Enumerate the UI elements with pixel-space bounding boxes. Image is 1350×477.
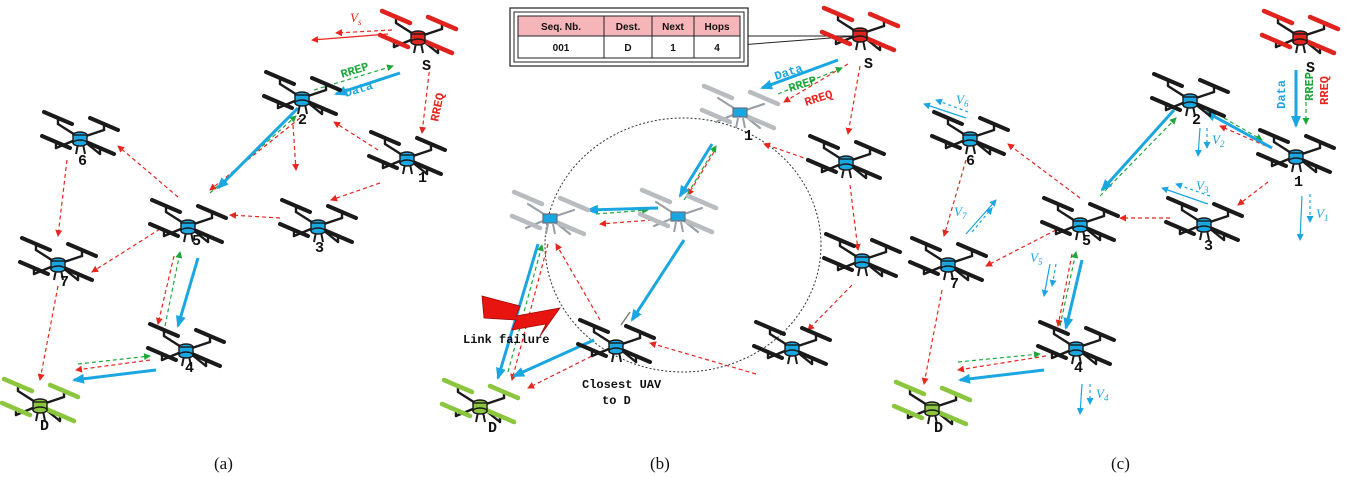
uav-node-3-a [278,198,358,244]
uav-node-2-a [262,70,342,116]
uav-node-1-c [1256,128,1336,174]
velocity-arrows-c [923,98,1314,415]
uav-relay-b3 [752,320,832,366]
tag-rreq-c: RREQ [1318,76,1332,105]
link-failure-label: Link failure [463,333,549,347]
closest-uav-label-1: Closest UAV [582,378,662,392]
node-label-3-c: 3 [1204,238,1213,255]
uav-node-5-c [1040,196,1120,242]
velocity-label-v1: V1 [1316,206,1328,223]
uav-source-a [380,11,456,53]
node-label-s-b: S [864,56,873,73]
table-header-dest: Dest. [616,22,641,33]
node-label-7-c: 7 [950,276,959,293]
uav-ghost-2 [640,190,716,232]
uav-relay-b1 [806,134,886,180]
tag-rrep-c: RREP [1303,72,1317,101]
routing-table: Seq. Nb. Dest. Next Hops 001 D 1 4 [509,7,858,67]
uav-node-5-a [148,198,228,244]
uav-dest-b [442,380,518,422]
tag-rreq-b: RREQ [803,88,835,110]
table-cell-seq: 001 [553,43,570,54]
panel-b: Seq. Nb. Dest. Next Hops 001 D 1 4 [442,7,902,473]
node-label-7: 7 [60,274,69,291]
rrep-links-c [957,74,1310,363]
node-label-d-b: D [488,420,497,437]
node-label-d-c: D [934,420,943,437]
tag-data-a: Data [343,79,375,101]
node-label-s-c: S [1306,60,1315,77]
uav-dest-a [2,379,78,421]
velocity-label-s: Vs [350,10,362,27]
velocity-label-v5: V5 [1030,250,1043,267]
node-label-2-c: 2 [1192,112,1201,129]
caption-b: (b) [650,454,670,473]
tag-data-c: Data [1275,80,1289,109]
uav-node-4-c [1036,320,1116,366]
velocity-arrow-s [311,33,389,44]
uav-node-6-c [930,110,1010,156]
tag-rreq-a: RREQ [428,92,448,123]
table-cell-next: 1 [670,43,676,54]
caption-a: (a) [214,454,233,473]
rreq-links-a [37,64,431,381]
node-label-4-c: 4 [1074,360,1083,377]
velocity-label-v6: V6 [956,92,969,109]
table-header-next: Next [662,22,684,33]
uav-node-7-a [18,236,98,282]
rreq-links-b [510,63,861,389]
node-label-d: D [40,418,49,435]
uav-ghost-1 [702,86,778,128]
uav-ghost-3 [512,192,588,234]
node-label-5-c: 5 [1082,233,1091,250]
closest-uav-label-2: to D [602,394,631,408]
uav-node-7-c [908,236,988,282]
uav-source-c [1262,11,1338,53]
table-header-hops: Hops [705,22,730,33]
velocity-label-v7: V7 [954,204,967,221]
link-failure-icon [481,295,561,337]
data-links-a [72,71,401,384]
node-label-s: S [422,58,431,75]
uav-node-1-a [367,130,447,176]
uav-node-2-c [1150,72,1230,118]
node-label-4: 4 [185,360,194,377]
uav-relay-b2 [822,232,902,278]
node-label-3: 3 [315,240,324,257]
tag-rrep-a: RREP [339,60,371,82]
table-header-seq: Seq. Nb. [541,22,581,33]
table-cell-dest: D [624,43,631,54]
uav-node-3-c [1164,196,1244,242]
velocity-arrow-s-dashed [335,29,393,37]
data-links-c [958,70,1301,384]
node-label-1-c: 1 [1294,174,1303,191]
node-label-5: 5 [192,233,201,250]
panel-a: S 2 1 6 3 5 7 4 D RREP Data RREQ Vs (a) [2,10,456,473]
uav-node-6-a [40,110,120,156]
caption-c: (c) [1111,454,1130,473]
rreq-links-c [921,125,1269,385]
node-label-6-c: 6 [966,153,975,170]
uav-dest-c [894,382,970,424]
velocity-label-v4: V4 [1096,386,1109,403]
table-cell-hops: 4 [714,43,720,54]
velocity-label-v3: V3 [1196,178,1209,195]
node-label-1-b: 1 [744,128,753,145]
velocity-label-v2: V2 [1212,132,1225,149]
node-label-6: 6 [78,153,87,170]
panel-c: S 2 1 6 3 5 7 4 D Data RREP RREQ V1 V2 V… [894,11,1338,473]
neighborhood-circle [544,117,822,373]
node-label-2: 2 [298,112,307,129]
node-label-1: 1 [418,170,427,187]
uav-source-b [822,8,898,50]
